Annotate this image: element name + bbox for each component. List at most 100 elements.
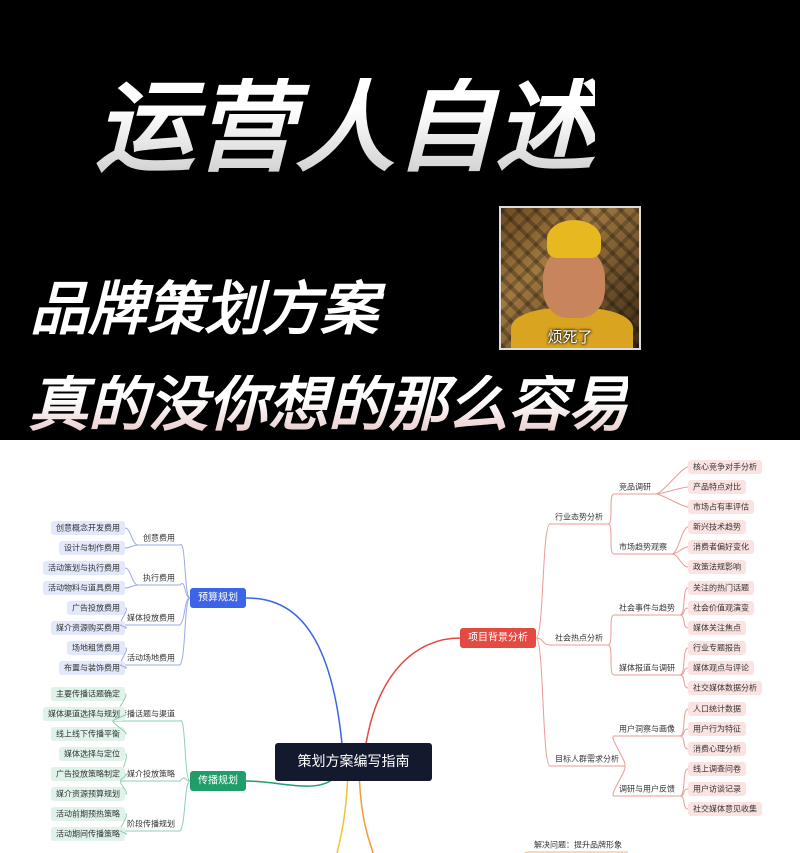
branch-label: 媒介投放策略 bbox=[127, 769, 175, 779]
leaf-node bbox=[688, 581, 754, 595]
leaf-label: 产品特点对比 bbox=[693, 482, 741, 492]
branch-label: 社会热点分析 bbox=[555, 633, 603, 643]
branch-label: 用户洞察与画像 bbox=[619, 724, 675, 734]
branch-connector bbox=[607, 614, 615, 646]
branch-connector bbox=[607, 523, 615, 555]
branch-label: 媒体投放费用 bbox=[127, 613, 175, 623]
headline-title: 运营人自述 bbox=[95, 69, 595, 186]
branch-connector bbox=[535, 637, 551, 767]
branch-connector bbox=[535, 637, 551, 646]
leaf-label: 社交媒体数据分析 bbox=[693, 683, 757, 693]
leaf-node bbox=[51, 521, 125, 535]
leaf-connector bbox=[124, 527, 139, 546]
branch-label: 执行费用 bbox=[143, 573, 175, 583]
leaf-label: 媒体选择与定位 bbox=[64, 749, 120, 759]
leaf-connector bbox=[124, 544, 139, 549]
main-branch-label: 项目背景分析 bbox=[468, 631, 528, 644]
leaf-label: 活动策划与执行费用 bbox=[48, 563, 120, 573]
leaf-node bbox=[51, 767, 125, 781]
meme-image: 烦死了 bbox=[499, 206, 641, 350]
branch-connector bbox=[179, 544, 191, 599]
branch-label: 阶段传播规划 bbox=[127, 819, 175, 829]
leaf-connector bbox=[120, 830, 127, 835]
leaf-label: 场地租赁费用 bbox=[72, 643, 120, 653]
branch-connector bbox=[612, 765, 626, 797]
leaf-label: 媒体观点与评论 bbox=[693, 663, 749, 673]
leaf-connector bbox=[679, 587, 689, 616]
root-label: 策划方案编写指南 bbox=[298, 753, 410, 770]
leaf-connector bbox=[679, 768, 689, 797]
leaf-node bbox=[688, 702, 746, 716]
root-connector bbox=[358, 780, 374, 853]
branch-connector bbox=[179, 777, 191, 782]
leaf-connector bbox=[655, 466, 689, 495]
leaf-connector bbox=[679, 795, 689, 810]
leaf-node bbox=[688, 621, 746, 635]
leaf-node bbox=[43, 581, 125, 595]
leaf-connector bbox=[679, 735, 689, 750]
branch-label: 调研与用户反馈 bbox=[619, 784, 675, 794]
branch-connector bbox=[179, 597, 191, 666]
main-branch-node bbox=[190, 771, 246, 791]
main-branch-label: 传播规划 bbox=[198, 774, 238, 787]
leaf-connector bbox=[124, 567, 139, 586]
leaf-node bbox=[51, 787, 125, 801]
leaf-node bbox=[688, 601, 754, 615]
leaf-label: 主要传播话题确定 bbox=[56, 689, 120, 699]
leaf-node bbox=[51, 687, 125, 701]
leaf-node bbox=[43, 561, 125, 575]
leaf-label: 媒介资源购买费用 bbox=[56, 623, 120, 633]
headline-line-2: 真的没你想的那么容易 bbox=[28, 370, 628, 440]
leaf-label: 用户访谈记录 bbox=[693, 784, 741, 794]
leaf-node bbox=[59, 661, 125, 675]
leaf-label: 行业专题报告 bbox=[693, 643, 741, 653]
leaf-node bbox=[688, 641, 746, 655]
root-connector bbox=[336, 780, 349, 853]
leaf-connector bbox=[120, 624, 127, 629]
leaf-label: 媒体渠道选择与规划 bbox=[48, 709, 120, 719]
leaf-node bbox=[688, 500, 754, 514]
leaf-label: 新兴技术趋势 bbox=[693, 522, 741, 532]
leaf-node bbox=[688, 681, 762, 695]
meme-face bbox=[543, 246, 605, 318]
leaf-node bbox=[59, 747, 125, 761]
leaf-connector bbox=[655, 486, 689, 495]
leaf-connector bbox=[655, 493, 689, 508]
leaf-node bbox=[688, 722, 746, 736]
leaf-connector bbox=[679, 614, 689, 629]
leaf-connector bbox=[679, 708, 689, 737]
headline-line-1: 品牌策划方案 bbox=[30, 275, 379, 343]
branch-label: 目标人群需求分析 bbox=[555, 754, 619, 764]
branch-label: 竞品调研 bbox=[619, 482, 651, 492]
leaf-label: 用户行为特征 bbox=[693, 724, 741, 734]
leaf-connector bbox=[124, 584, 139, 589]
mind-map: 预算规划创意费用创意概念开发费用设计与制作费用执行费用活动策划与执行费用活动物料… bbox=[43, 460, 762, 853]
leaf-node bbox=[67, 601, 125, 615]
branch-connector bbox=[179, 583, 191, 599]
mind-map-panel: 预算规划创意费用创意概念开发费用设计与制作费用执行费用活动策划与执行费用活动物料… bbox=[0, 440, 800, 853]
leaf-label: 设计与制作费用 bbox=[64, 543, 120, 553]
branch-connector bbox=[607, 644, 615, 676]
leaf-node bbox=[51, 827, 125, 841]
leaf-label: 社会价值观演变 bbox=[693, 603, 749, 613]
leaf-node bbox=[688, 520, 746, 534]
leaf-connector bbox=[120, 780, 127, 795]
root-connector bbox=[362, 637, 461, 763]
meme-caption: 烦死了 bbox=[547, 328, 593, 346]
branch-connector bbox=[612, 735, 626, 767]
leaf-node bbox=[688, 480, 746, 494]
leaf-label: 创意概念开发费用 bbox=[56, 523, 120, 533]
leaf-node bbox=[688, 742, 746, 756]
main-branch-node bbox=[190, 588, 246, 608]
leaf-label: 关注的热门话题 bbox=[693, 583, 749, 593]
leaf-label: 政策法规影响 bbox=[693, 562, 741, 572]
meme-crown-icon bbox=[547, 220, 601, 258]
leaf-label: 线上调查问卷 bbox=[693, 764, 741, 774]
leaf-node bbox=[51, 621, 125, 635]
leaf-node bbox=[688, 782, 746, 796]
leaf-label: 广告投放费用 bbox=[72, 603, 120, 613]
branch-label: 传播话题与渠道 bbox=[119, 709, 175, 719]
leaf-connector bbox=[679, 647, 689, 676]
leaf-connector bbox=[671, 553, 689, 568]
branch-label: 媒体报道与调研 bbox=[619, 663, 675, 673]
